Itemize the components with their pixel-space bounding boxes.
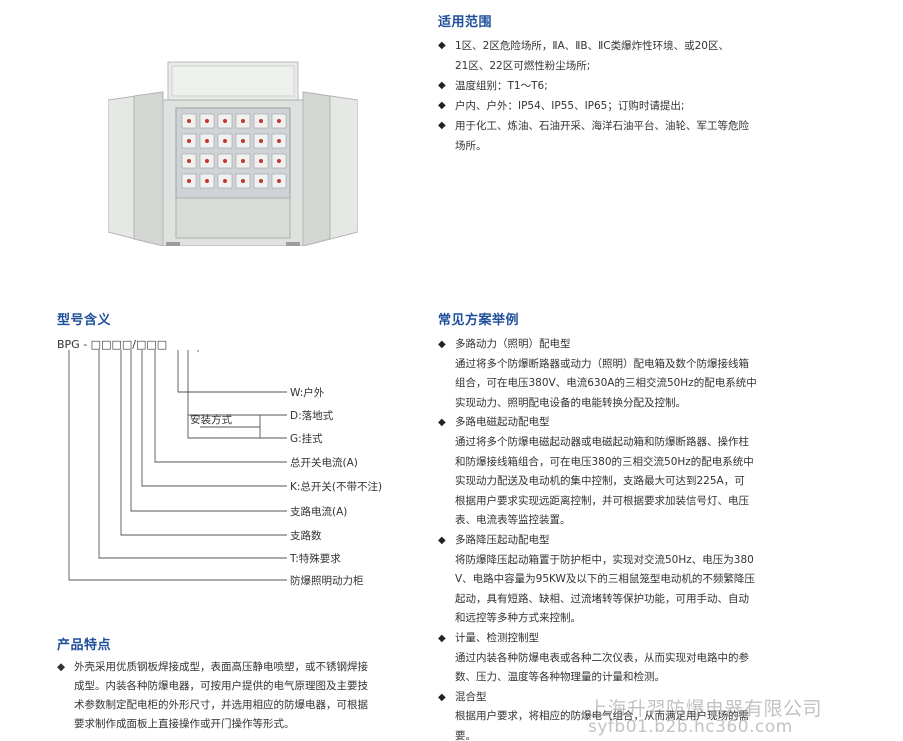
list-item: ◆ 用于化工、炼油、石油开采、海洋石油平台、油轮、军工等危险 场所。 (438, 116, 878, 156)
scheme-text: 根据用户要求实现远距离控制，并可根据要求加装信号灯、电压 (455, 494, 749, 507)
scheme-text: 要。 (455, 729, 476, 741)
scheme-text: 通过将多个防爆电磁起动器或电磁起动箱和防爆断路器、操作柱 (455, 435, 749, 448)
scheme-text: 实现动力、照明配电设备的电能转换分配及控制。 (455, 396, 686, 409)
diamond-bullet-icon: ◆ (438, 417, 446, 429)
model-code-prefix: BPG - (57, 338, 91, 351)
scheme-text: 将防爆降压起动箱置于防护柜中，实现对交流50Hz、电压为380 (455, 553, 754, 566)
scheme-text: 根据用户要求，将相应的防爆电气组合，从而满足用户现场的需 (455, 710, 749, 723)
scheme-text: 和远控等多种方式来控制。 (455, 612, 581, 625)
scheme-text: V、电路中容量为95KW及以下的三相鼠笼型电动机的不频繁降压 (455, 573, 755, 586)
features-text: 成型。内装各种防爆电器，可按用户提供的电气原理图及主要技 (74, 680, 368, 692)
scheme-text: 数、压力、温度等各种物理量的计量和检测。 (455, 671, 665, 684)
model-label-t: T:特殊要求 (290, 553, 341, 565)
list-item: ◆ 多路动力（照明）配电型 通过将多个防爆断路器或动力（照明）配电箱及数个防爆接… (438, 335, 888, 413)
schemes-heading: 常见方案举例 (438, 313, 520, 328)
model-label-w: W:户外 (290, 387, 325, 399)
explosion-proof-cabinet-image (108, 61, 358, 246)
list-item: ◆ 混合型 根据用户要求，将相应的防爆电气组合，从而满足用户现场的需 要。 (438, 688, 888, 741)
scheme-name: 多路降压起动配电型 (455, 533, 550, 546)
diamond-bullet-icon: ◆ (438, 632, 446, 644)
list-item: ◆ 多路电磁起动配电型 通过将多个防爆电磁起动器或电磁起动箱和防爆断路器、操作柱… (438, 413, 888, 531)
model-code-slash: / (132, 338, 136, 351)
list-item-text: 21区、22区可燃性粉尘场所; (455, 60, 591, 72)
scheme-text: 起动，具有短路、缺相、过流堵转等保护功能，可用手动、自动 (455, 592, 749, 605)
model-label-g: G:挂式 (290, 433, 323, 445)
scheme-name: 多路动力（照明）配电型 (455, 338, 571, 350)
model-label-cabinet: 防爆照明动力柜 (290, 575, 364, 587)
model-bracket-diagram (68, 350, 287, 581)
scheme-name: 多路电磁起动配电型 (455, 416, 550, 429)
scheme-text: 表、电流表等监控装置。 (455, 514, 571, 527)
scheme-name: 混合型 (455, 690, 487, 703)
list-item-text: 温度组别：T1～T6; (455, 80, 548, 92)
scheme-name: 计量、检测控制型 (455, 631, 539, 644)
breaker-grid (181, 113, 287, 189)
scheme-text: 和防爆接线箱组合，可在电压380的三相交流50Hz的配电系统中 (455, 455, 754, 468)
model-label-branch-count: 支路数 (290, 530, 322, 542)
list-item-text: 1区、2区危险场所，ⅡA、ⅡB、ⅡC类爆炸性环境、或20区、 (455, 40, 729, 52)
list-item: ◆ 多路降压起动配电型 将防爆降压起动箱置于防护柜中，实现对交流50Hz、电压为… (438, 531, 888, 629)
list-item-text: 场所。 (455, 140, 487, 152)
model-label-branch-current: 支路电流(A) (290, 506, 348, 518)
model-label-main-current: 总开关电流(A) (290, 457, 358, 469)
diamond-bullet-icon: ◆ (438, 534, 446, 546)
schemes-list: ◆ 多路动力（照明）配电型 通过将多个防爆断路器或动力（照明）配电箱及数个防爆接… (438, 335, 888, 741)
install-method-label: 安装方式 (190, 414, 232, 426)
list-item: ◆ 温度组别：T1～T6; (438, 76, 878, 96)
scheme-text: 组合，可在电压380V、电流630A的三相交流50Hz的配电系统中 (455, 377, 757, 390)
model-heading: 型号含义 (57, 313, 112, 328)
model-code-boxes-b: □□□ (135, 338, 168, 351)
model-code-boxes-a: □□□□ (90, 338, 133, 351)
list-item-text: 用于化工、炼油、石油开采、海洋石油平台、油轮、军工等危险 (455, 120, 749, 132)
watermark-url: syfb01.b2b.hc360.com (588, 717, 793, 737)
diamond-bullet-icon: ◆ (438, 691, 446, 703)
features-text: 要求制作成面板上直接操作或开门操作等形式。 (74, 718, 295, 730)
features-text: 外壳采用优质钢板焊接成型，表面高压静电喷塑，或不锈钢焊接 (74, 661, 368, 673)
scheme-text: 通过将多个防爆断路器或动力（照明）配电箱及数个防爆接线箱 (455, 357, 749, 370)
scope-heading: 适用范围 (438, 15, 493, 30)
scheme-text: 实现动力配送及电动机的集中控制，支路最大可达到225A，可 (455, 475, 745, 488)
model-label-d: D:落地式 (290, 410, 334, 422)
features-heading: 产品特点 (57, 638, 112, 653)
list-item: ◆ 计量、检测控制型 通过内装各种防爆电表或各种二次仪表，从而实现对电路中的参 … (438, 629, 888, 688)
list-item: ◆ 1区、2区危险场所，ⅡA、ⅡB、ⅡC类爆炸性环境、或20区、 21区、22区… (438, 36, 878, 76)
features-text: 术参数制定配电柜的外形尺寸，并选用相应的防爆电器，可根据 (74, 699, 368, 711)
model-label-k: K:总开关(不带不注) (290, 481, 383, 493)
diamond-bullet-icon: ◆ (57, 661, 66, 673)
model-code: BPG - □□□□/□□□ (57, 338, 167, 351)
scope-list: ◆ 1区、2区危险场所，ⅡA、ⅡB、ⅡC类爆炸性环境、或20区、 21区、22区… (438, 36, 878, 156)
diamond-bullet-icon: ◆ (438, 40, 446, 51)
scheme-text: 通过内装各种防爆电表或各种二次仪表，从而实现对电路中的参 (455, 651, 749, 664)
diamond-bullet-icon: ◆ (438, 339, 446, 350)
features-list: ◆ 外壳采用优质钢板焊接成型，表面高压静电喷塑，或不锈钢焊接 成型。内装各种防爆… (57, 658, 417, 734)
list-item: ◆ 户内、户外：IP54、IP55、IP65；订购时请提出; (438, 96, 878, 116)
diamond-bullet-icon: ◆ (438, 80, 446, 91)
watermark-company: 上海升羿防爆电器有限公司 (588, 698, 823, 720)
diamond-bullet-icon: ◆ (438, 100, 446, 111)
diamond-bullet-icon: ◆ (438, 120, 446, 131)
list-item-text: 户内、户外：IP54、IP55、IP65；订购时请提出; (455, 100, 685, 112)
